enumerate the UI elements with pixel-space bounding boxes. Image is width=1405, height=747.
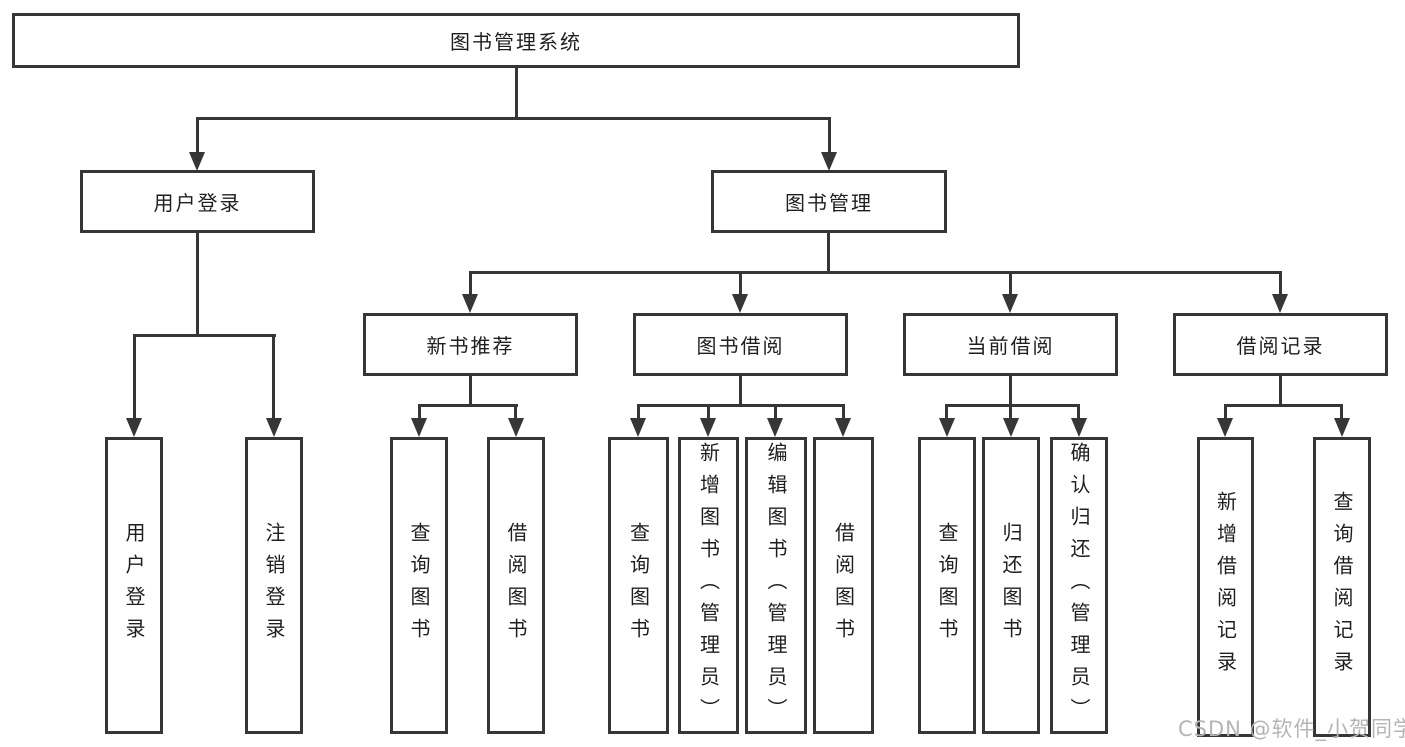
leaf-label: 确认归还（管理员）	[1067, 441, 1091, 730]
node-new-book-recommend: 新书推荐	[363, 313, 578, 376]
node-current-borrow: 当前借阅	[903, 313, 1118, 376]
arrow-down-icon	[1272, 294, 1288, 313]
leaf-label: 查询图书	[626, 521, 651, 650]
node-book-borrow: 图书借阅	[633, 313, 848, 376]
connector-root-stem	[515, 67, 518, 119]
leaf-add-borrow-record: 新增借阅记录	[1197, 437, 1254, 737]
connector-drop-leaf	[133, 334, 136, 421]
connector-level3-rail	[469, 271, 1281, 274]
leaf-user-login: 用户登录	[105, 437, 163, 734]
connector-recommend-stem	[469, 376, 472, 406]
connector-drop-leaf	[842, 404, 845, 421]
arrow-down-icon	[767, 418, 783, 437]
connector-current-rail	[945, 404, 1080, 407]
connector-user-rail	[133, 334, 276, 337]
csdn-watermark: CSDN @软件_小贺同学	[1178, 717, 1405, 741]
connector-drop-level3	[739, 271, 742, 297]
connector-drop-leaf	[1224, 404, 1227, 421]
leaf-label: 新增借阅记录	[1213, 491, 1238, 683]
leaf-add-book-admin: 新增图书（管理员）	[678, 437, 739, 734]
leaf-query-books-current: 查询图书	[918, 437, 976, 734]
connector-drop-user-login	[196, 117, 199, 155]
node-user-login: 用户登录	[80, 170, 315, 233]
leaf-return-book: 归还图书	[982, 437, 1040, 734]
arrow-down-icon	[835, 418, 851, 437]
leaf-logout: 注销登录	[245, 437, 303, 734]
connector-drop-leaf	[637, 404, 640, 421]
connector-records-stem	[1279, 376, 1282, 406]
leaf-label: 归还图书	[999, 521, 1023, 650]
leaf-confirm-return-admin: 确认归还（管理员）	[1050, 437, 1108, 734]
node-root-library-system: 图书管理系统	[12, 13, 1020, 68]
arrow-down-icon	[462, 294, 478, 313]
connector-borrow-stem	[739, 376, 742, 406]
connector-records-rail	[1224, 404, 1342, 407]
connector-drop-book-mgmt	[828, 117, 831, 155]
connector-drop-level3	[469, 271, 472, 297]
arrow-down-icon	[126, 418, 142, 437]
leaf-label: 借阅图书	[504, 521, 528, 650]
connector-current-stem	[1009, 376, 1012, 406]
connector-drop-leaf	[707, 404, 710, 421]
arrow-down-icon	[1071, 418, 1087, 437]
arrow-down-icon	[939, 418, 955, 437]
connector-drop-leaf	[418, 404, 421, 421]
leaf-query-borrow-record: 查询借阅记录	[1313, 437, 1371, 737]
connector-drop-level3	[1009, 271, 1012, 297]
arrow-down-icon	[1334, 418, 1350, 437]
leaf-label: 编辑图书（管理员）	[764, 441, 788, 730]
arrow-down-icon	[189, 152, 205, 171]
connector-drop-level3	[1279, 271, 1282, 297]
arrow-down-icon	[821, 152, 837, 171]
arrow-down-icon	[1217, 418, 1233, 437]
connector-drop-leaf	[272, 334, 275, 421]
connector-borrow-rail	[637, 404, 845, 407]
node-book-management: 图书管理	[711, 170, 947, 233]
node-borrow-records: 借阅记录	[1173, 313, 1388, 376]
leaf-borrow-books: 借阅图书	[813, 437, 874, 734]
connector-user-stem	[196, 233, 199, 336]
connector-drop-leaf	[945, 404, 948, 421]
connector-drop-leaf	[514, 404, 517, 421]
connector-drop-leaf	[774, 404, 777, 421]
connector-mgmt-stem	[827, 233, 830, 273]
connector-level2-rail	[196, 117, 831, 120]
arrow-down-icon	[1002, 294, 1018, 313]
leaf-label: 查询借阅记录	[1330, 491, 1354, 683]
connector-drop-leaf	[1340, 404, 1343, 421]
leaf-label: 注销登录	[262, 521, 286, 650]
connector-drop-leaf	[1009, 404, 1012, 421]
leaf-label: 用户登录	[122, 521, 146, 650]
leaf-edit-book-admin: 编辑图书（管理员）	[745, 437, 807, 734]
leaf-label: 查询图书	[407, 521, 431, 650]
arrow-down-icon	[266, 418, 282, 437]
arrow-down-icon	[1003, 418, 1019, 437]
connector-drop-leaf	[1077, 404, 1080, 421]
leaf-label: 借阅图书	[831, 521, 856, 650]
leaf-label: 新增图书（管理员）	[696, 441, 721, 730]
arrow-down-icon	[411, 418, 427, 437]
connector-recommend-rail	[418, 404, 518, 407]
leaf-label: 查询图书	[935, 521, 959, 650]
arrow-down-icon	[732, 294, 748, 313]
leaf-borrow-books-recommend: 借阅图书	[487, 437, 545, 734]
leaf-query-books-recommend: 查询图书	[390, 437, 448, 734]
arrow-down-icon	[700, 418, 716, 437]
leaf-query-books-borrow: 查询图书	[608, 437, 669, 734]
arrow-down-icon	[508, 418, 524, 437]
arrow-down-icon	[630, 418, 646, 437]
